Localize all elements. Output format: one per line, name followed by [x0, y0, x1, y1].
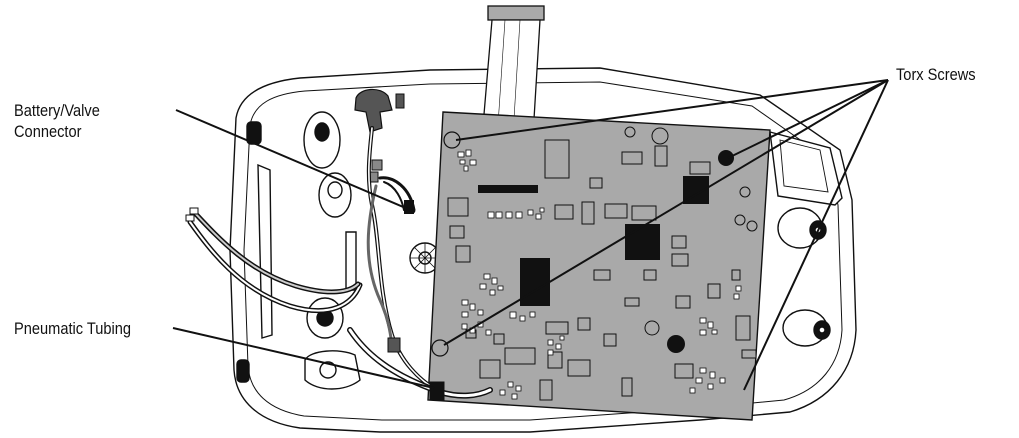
battery-valve-leader [175, 109, 416, 213]
torx-leader-1 [455, 79, 889, 141]
pneumatic-tubing-label: Pneumatic Tubing [14, 319, 132, 338]
battery-valve-label-line1: Battery/Valve [14, 101, 100, 120]
battery-valve-connector [354, 88, 414, 214]
pneumatic-tubing [185, 207, 493, 401]
component-clusters [457, 149, 742, 400]
pneumatic-tubing-leader [172, 327, 435, 389]
torx-screws-label: Torx Screws [896, 65, 976, 84]
torx-leader-2 [727, 79, 889, 159]
leader-lines [172, 79, 889, 391]
torx-leader-4 [743, 79, 889, 391]
circuit-board [427, 111, 771, 421]
battery-valve-label-line2: Connector [14, 122, 82, 141]
torx-leader-3 [443, 79, 889, 346]
battery-valve-connector-label: Battery/Valve Connector [14, 100, 100, 142]
board-components [447, 139, 757, 401]
